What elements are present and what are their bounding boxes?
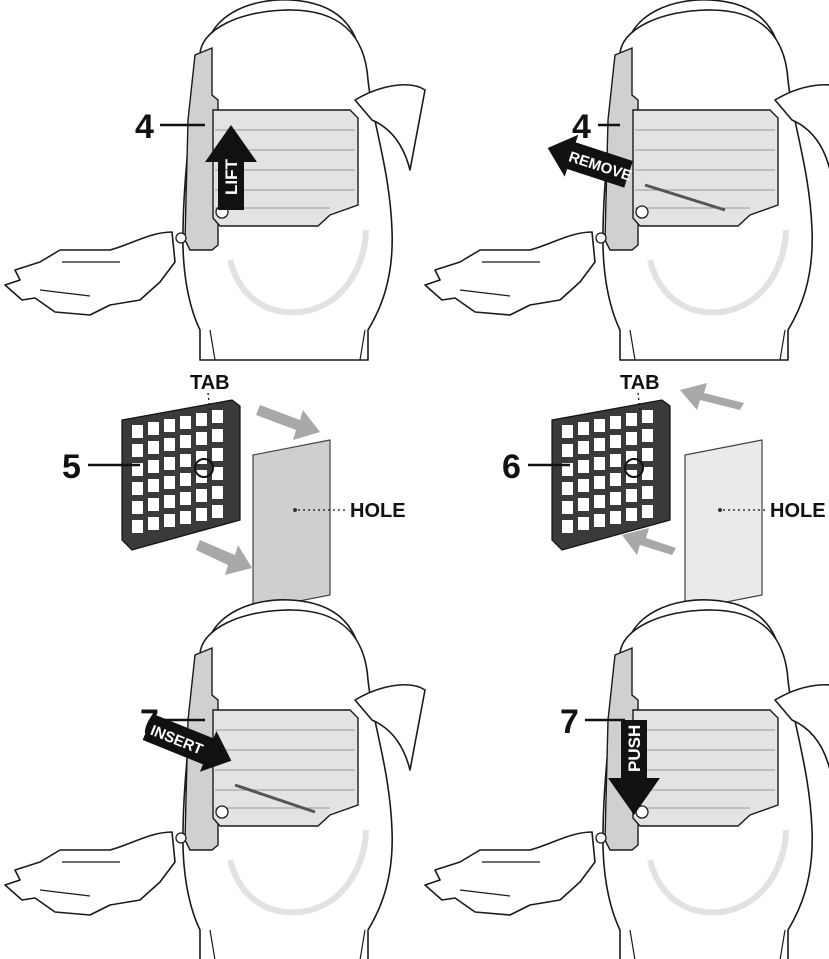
gray-arrow-icon	[622, 528, 676, 555]
lift-arrow-label: LIFT	[222, 159, 241, 195]
hole-label: HOLE	[770, 500, 826, 522]
gray-arrow-icon	[256, 405, 320, 440]
panel-step4-lift: 4 LIFT	[5, 0, 425, 360]
panel-step7-insert: 7 INSERT	[5, 600, 425, 959]
push-arrow-icon	[608, 720, 660, 815]
step-number: 7	[560, 703, 579, 741]
remove-arrow-icon	[547, 134, 633, 188]
tab-label: TAB	[620, 372, 660, 394]
filter-sheet	[252, 439, 331, 611]
panel-step7-push: 7 PUSH	[425, 600, 829, 959]
lift-arrow-icon	[205, 125, 257, 210]
panel-step5: 5 TAB HOLE	[62, 372, 406, 611]
gray-arrow-icon	[196, 540, 252, 575]
step-number: 6	[502, 448, 521, 486]
step-number: 5	[62, 448, 81, 486]
gray-arrow-icon	[680, 383, 744, 410]
step-number: 4	[135, 108, 154, 146]
tab-label: TAB	[190, 372, 230, 394]
panel-step6: 6 TAB HOLE	[502, 372, 826, 611]
push-arrow-label: PUSH	[625, 725, 644, 772]
hole-label: HOLE	[350, 500, 406, 522]
panel-step4-remove: 4 REMOVE	[425, 0, 829, 360]
insert-arrow-icon	[142, 714, 232, 772]
filter-sheet	[684, 439, 763, 611]
